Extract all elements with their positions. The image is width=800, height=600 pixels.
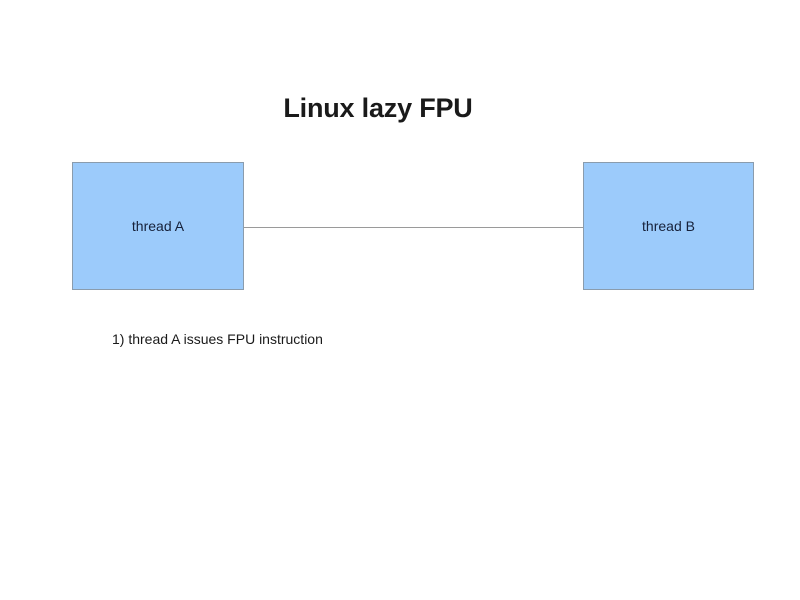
step-caption: 1) thread A issues FPU instruction bbox=[112, 331, 323, 347]
diagram-node-label: thread B bbox=[642, 218, 695, 234]
connector-thread-a-to-thread-b bbox=[244, 227, 583, 228]
diagram-node-label: thread A bbox=[131, 218, 185, 234]
diagram-node-thread-b[interactable]: thread B bbox=[583, 162, 754, 290]
diagram-node-thread-a[interactable]: thread A bbox=[72, 162, 244, 290]
page-title: Linux lazy FPU bbox=[283, 93, 473, 123]
